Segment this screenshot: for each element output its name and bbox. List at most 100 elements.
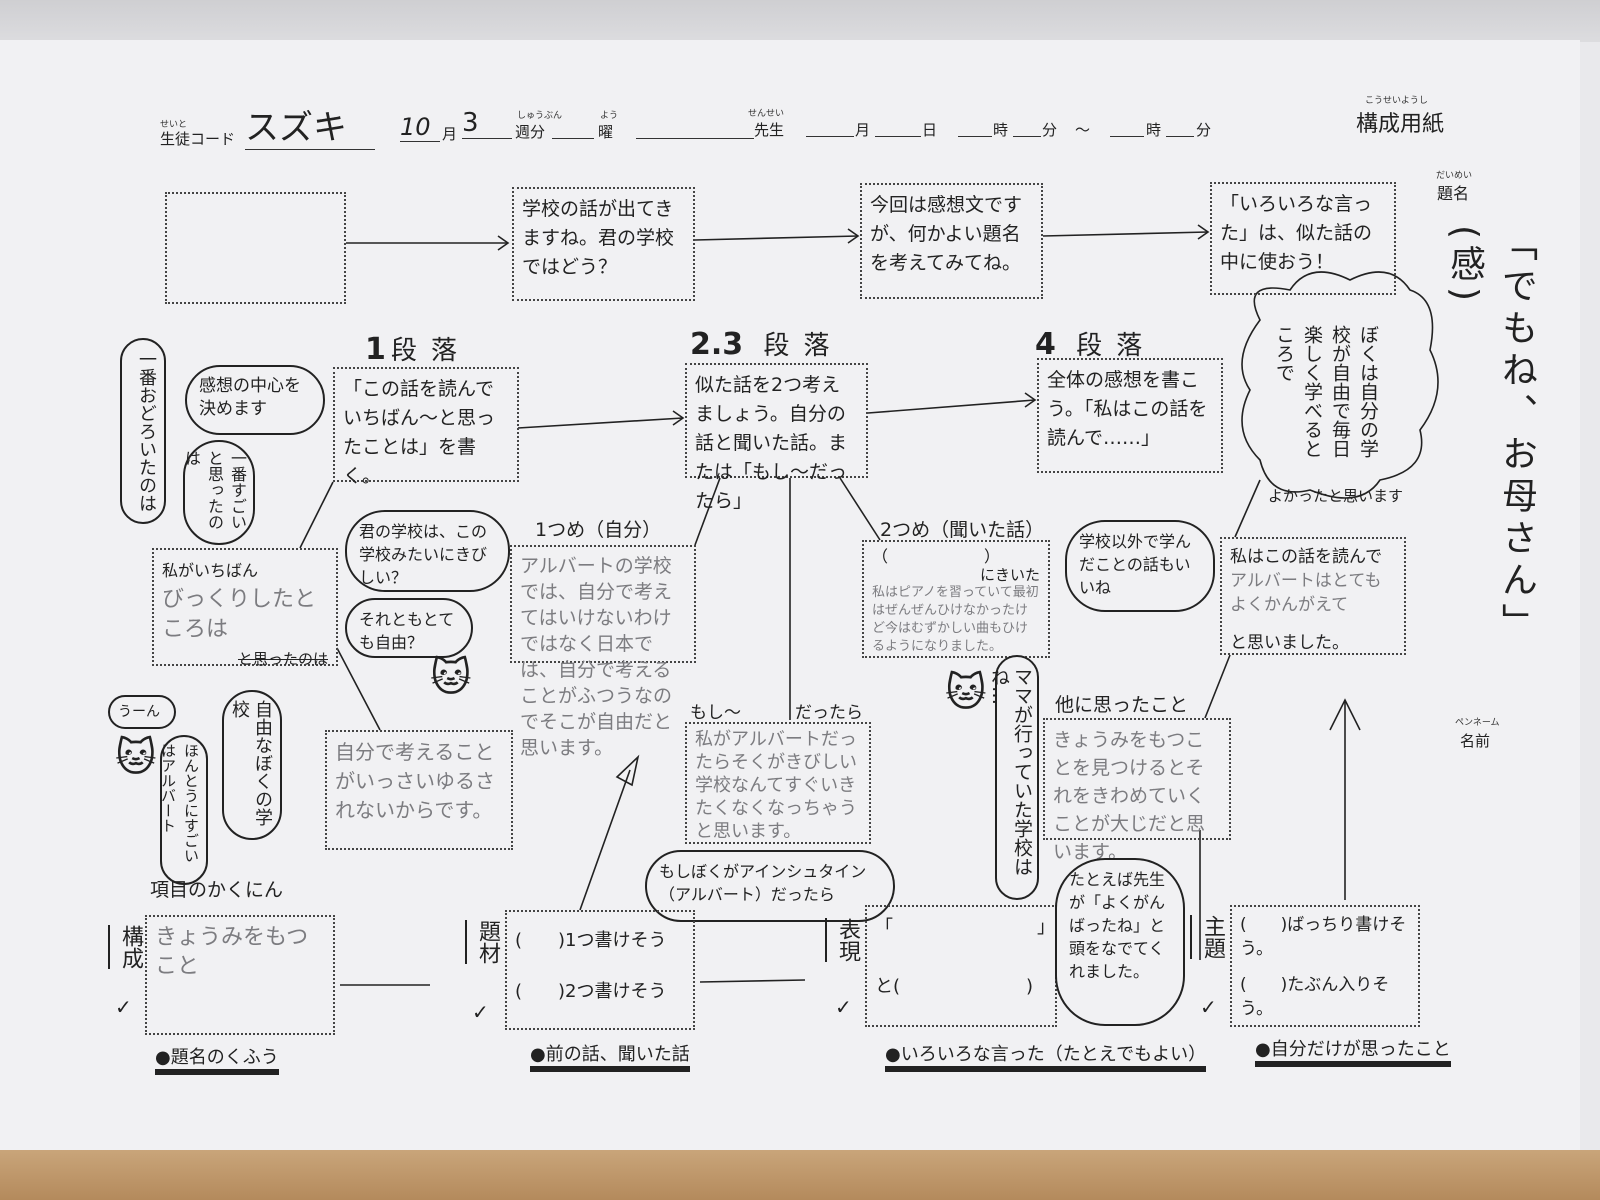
- end-minute-field[interactable]: [1166, 136, 1194, 137]
- second-story-answer: 私はピアノを習っていて最初はぜんぜんひけなかったけど今はむずかしい曲もひけるよう…: [872, 585, 1039, 654]
- check-hyougen-mark[interactable]: ✓: [835, 995, 852, 1019]
- essay-title[interactable]: 「でもね、お母さん」(感): [1444, 225, 1537, 645]
- end-minute-label: 分: [1196, 121, 1212, 139]
- bubble-gakkou-igai: 学校以外で学んだことの話もいいね: [1065, 520, 1215, 612]
- bubble-mama: ママが行っていた学校はね…: [988, 655, 1039, 900]
- top-box-school: 学校の話が出てきますね。君の学校ではどう？: [512, 187, 695, 301]
- second-story-box[interactable]: （ ） にきいた 私はピアノを習っていて最初はぜんぜんひけなかったけど今はむずか…: [862, 540, 1050, 658]
- check-kousei-label: 構成: [108, 925, 146, 969]
- paragraph-4-label: 段落: [1076, 331, 1157, 361]
- top-box-blank[interactable]: [165, 192, 346, 304]
- cloud-bubble-bottom: よかったと思います: [1268, 487, 1404, 505]
- desk-surface: [0, 1150, 1600, 1200]
- final-suffix: と思いました。: [1230, 633, 1349, 653]
- check-hyougen-quote[interactable]: 「 」: [875, 917, 1055, 938]
- student-code-ruby: せいと: [160, 120, 188, 130]
- check-daizai-mark[interactable]: ✓: [472, 1000, 489, 1024]
- student-name-field[interactable]: スズキ: [245, 100, 375, 150]
- ichiban-answer-box[interactable]: 私がいちばん びっくりしたところは と思ったのは: [152, 548, 338, 668]
- paragraph-23-number: 2.3: [690, 327, 744, 362]
- check-daizai-box[interactable]: ( )1つ書けそう ( )2つ書けそう: [505, 910, 695, 1030]
- bubble-hontou: ほんとうにすごいはアルバート: [159, 735, 208, 885]
- check-hyougen-paren[interactable]: と( ): [875, 976, 1034, 997]
- week-label: 週分: [515, 123, 546, 141]
- paragraph-4-number: 4: [1035, 327, 1056, 362]
- check-hyougen-footer: ●いろいろな言った（たとえでもよい）: [885, 1040, 1207, 1072]
- second-story-paren: （ ）: [872, 547, 1001, 566]
- paragraph-23-heading: 2.3 段落: [690, 325, 844, 362]
- paragraph-4-heading: 4 段落: [1035, 325, 1156, 362]
- weekday-label: 曜: [598, 123, 614, 141]
- check-shudai-mark[interactable]: ✓: [1200, 995, 1217, 1019]
- end-hour-label: 時: [1146, 121, 1162, 139]
- check-hyougen-box[interactable]: 「 」 と( ): [865, 905, 1057, 1027]
- bubble-einstein: もしぼくがアインシュタイン（アルバート）だったら: [645, 850, 895, 922]
- weekday-field[interactable]: [552, 138, 594, 139]
- student-code-label: 生徒コード: [160, 130, 236, 148]
- teacher-ruby: せんせい: [748, 109, 785, 119]
- date-day-field[interactable]: [875, 136, 921, 137]
- title-label: 題名: [1437, 184, 1470, 203]
- check-kousei-mark[interactable]: ✓: [115, 995, 132, 1019]
- paragraph-23-prompt: 似た話を2つ考えましょう。自分の話と聞いた話。または「もし～だったら」: [685, 363, 868, 512]
- check-daizai-footer: ●前の話、聞いた話: [530, 1040, 690, 1072]
- week-field[interactable]: 3: [462, 108, 512, 139]
- paragraph-1-number: 1: [365, 332, 386, 367]
- date-day-label: 日: [922, 121, 938, 139]
- first-story-label: 1つめ（自分）: [535, 519, 662, 541]
- month-field[interactable]: 10: [400, 113, 440, 142]
- date-month-field[interactable]: [806, 136, 854, 137]
- check-shudai-option-1[interactable]: ( )ばっちり書けそう。: [1240, 915, 1407, 959]
- week-ruby: しゅうぶん: [517, 111, 563, 121]
- check-shudai-box[interactable]: ( )ばっちり書けそう。 ( )たぶん入りそう。: [1230, 905, 1420, 1027]
- check-kousei-box[interactable]: きょうみをもつこと: [145, 915, 335, 1035]
- start-hour-label: 時: [993, 121, 1009, 139]
- final-prefix: 私はこの話を読んで: [1230, 547, 1383, 567]
- date-month-label: 月: [855, 121, 871, 139]
- dattara-label: だったら: [795, 703, 863, 723]
- end-hour-field[interactable]: [1110, 136, 1144, 137]
- cat-drawing-icon: 🐱: [430, 655, 472, 701]
- paragraph-1-label: 段落: [390, 336, 471, 366]
- first-story-box[interactable]: アルバートの学校では、自分で考えてはいけないわけではなく日本では、自分で考えるこ…: [510, 545, 696, 759]
- ichiban-struck: と思ったのは: [237, 650, 328, 668]
- checklist-title: 項目のかくにん: [150, 879, 284, 901]
- weekday-ruby: よう: [600, 111, 619, 121]
- paragraph-23-label: 段落: [763, 331, 844, 361]
- teacher-label: 先生: [754, 121, 785, 139]
- second-story-suffix: にきいた: [979, 566, 1040, 584]
- paragraph-4-prompt: 全体の感想を書こう。「私はこの話を読んで……」: [1037, 358, 1223, 473]
- second-story-label: 2つめ（聞いた話）: [880, 519, 1045, 541]
- form-title-ruby: こうせいようし: [1365, 96, 1428, 106]
- teacher-field[interactable]: [636, 138, 754, 139]
- check-daizai-label: 題材: [465, 920, 503, 964]
- reason-answer-box[interactable]: 自分で考えることがいっさいゆるされないからです。: [325, 730, 513, 850]
- bubble-kimi-gakkou: 君の学校は、この学校みたいにきびしい？: [345, 510, 510, 592]
- top-box-expressions: 「いろいろな言った」は、似た話の中に使おう！: [1210, 182, 1396, 295]
- check-shudai-footer: ●自分だけが思ったこと: [1255, 1035, 1451, 1067]
- moshi-answer-box[interactable]: 私がアルバートだったらそくがきびしい学校なんてすぐいきたくなくなっちゃうと思いま…: [685, 722, 871, 844]
- check-hyougen-label: 表現: [825, 918, 863, 962]
- bubble-uun: うーん: [108, 695, 176, 729]
- paragraph-1-prompt: 「この話を読んでいちばん～と思ったことは」を書く。: [333, 367, 519, 487]
- cloud-bubble-text: ぼくは自分の学校が自由で毎日楽しく学べるところで: [1273, 325, 1379, 458]
- form-title: 構成用紙: [1356, 112, 1445, 137]
- bubble-jiyuu-gakkou: 自由なぼくの学校: [222, 690, 282, 840]
- check-daizai-option-2[interactable]: ( )2つ書けそう: [515, 981, 667, 1002]
- bubble-odoroita: 一番おどろいたのは: [120, 338, 166, 524]
- check-daizai-option-1[interactable]: ( )1つ書けそう: [515, 930, 667, 951]
- check-shudai-label: 主題: [1190, 915, 1228, 959]
- cat-thinking-icon: 🐱: [115, 735, 157, 781]
- check-kousei-footer: ●題名のくふう: [155, 1043, 279, 1075]
- bubble-kansou-chushin: 感想の中心を決めます: [185, 365, 325, 435]
- pen-name-ruby: ペンネーム: [1455, 718, 1500, 728]
- pen-name-label: 名前: [1460, 732, 1491, 750]
- start-hour-field[interactable]: [958, 136, 992, 137]
- title-ruby: だいめい: [1436, 171, 1473, 181]
- check-shudai-option-2[interactable]: ( )たぶん入りそう。: [1240, 975, 1390, 1019]
- hoka-answer-box[interactable]: きょうみをもつことを見つけるとそれをきわめていくことが大じだと思います。: [1043, 718, 1231, 863]
- final-answer-box[interactable]: 私はこの話を読んで アルバートはとてもよくかんがえて と思いました。: [1220, 537, 1406, 655]
- start-minute-label: 分: [1042, 121, 1058, 139]
- start-minute-field[interactable]: [1013, 136, 1041, 137]
